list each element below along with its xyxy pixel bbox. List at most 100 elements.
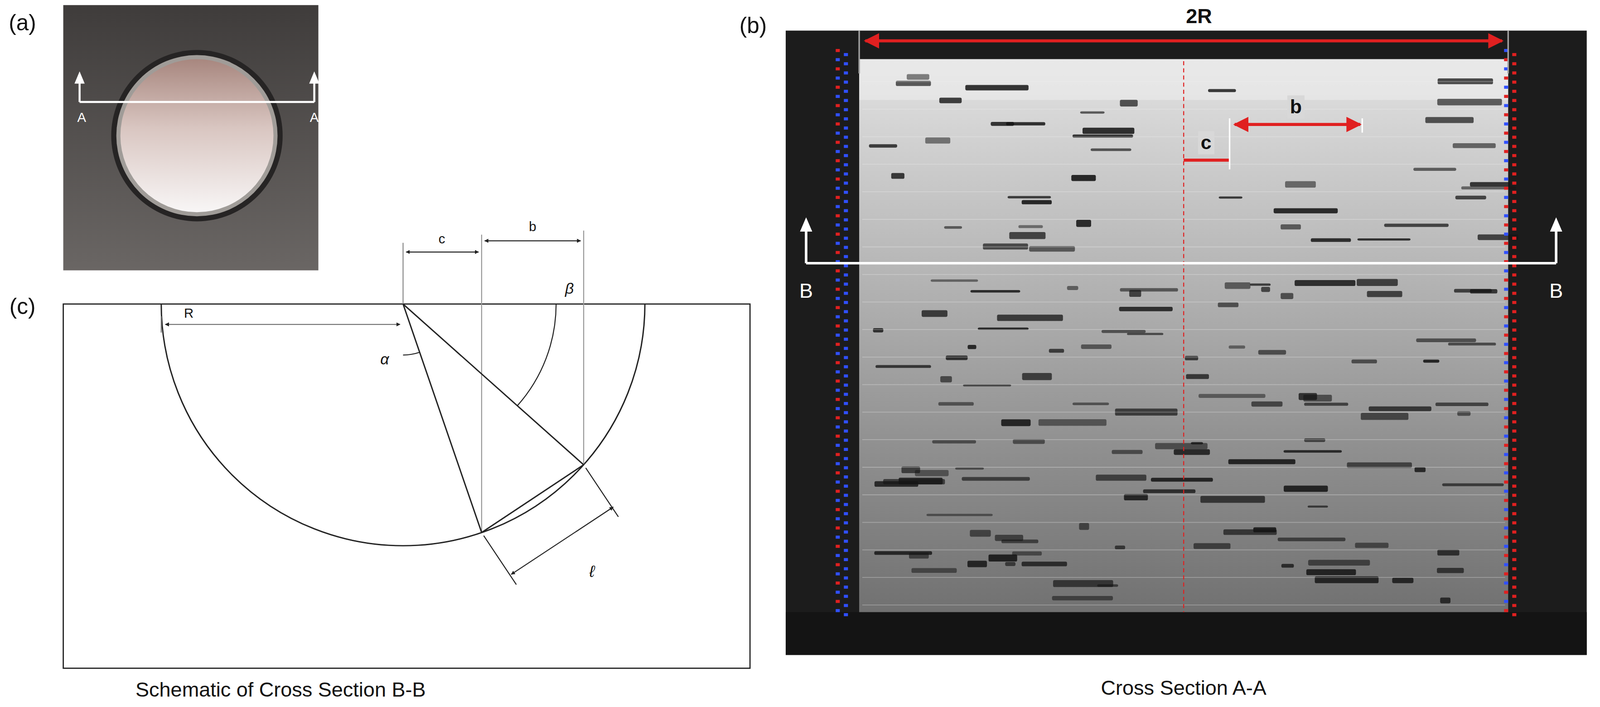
measure-tick bbox=[1512, 246, 1517, 250]
sem-streak bbox=[1461, 186, 1517, 190]
measure-tick bbox=[1512, 163, 1517, 167]
measure-tick bbox=[835, 251, 840, 255]
measure-tick bbox=[843, 346, 848, 350]
measure-tick bbox=[843, 604, 848, 608]
measure-tick bbox=[835, 269, 840, 273]
sem-panel bbox=[785, 30, 1587, 656]
measure-tick bbox=[843, 255, 848, 259]
sem-streak bbox=[996, 314, 1063, 321]
measure-tick bbox=[1512, 199, 1517, 204]
measure-tick bbox=[1512, 71, 1517, 75]
measure-tick bbox=[835, 58, 840, 62]
layer-line bbox=[862, 466, 1506, 468]
measure-tick bbox=[835, 507, 840, 512]
measure-tick bbox=[1503, 223, 1509, 227]
measure-tick bbox=[843, 502, 848, 507]
sem-streak bbox=[1283, 449, 1343, 453]
measure-tick bbox=[843, 227, 848, 231]
sem-streak bbox=[1283, 485, 1328, 493]
sem-streak bbox=[1090, 148, 1132, 151]
measure-tick bbox=[843, 89, 848, 93]
measure-tick bbox=[1503, 214, 1509, 218]
measure-tick bbox=[1512, 484, 1517, 488]
sem-streak bbox=[1193, 542, 1231, 549]
sem-streak bbox=[1304, 438, 1326, 442]
measure-tick bbox=[1512, 576, 1517, 580]
measure-tick bbox=[1512, 356, 1517, 360]
sem-streak bbox=[1111, 449, 1143, 455]
measure-tick bbox=[835, 489, 840, 494]
measure-tick bbox=[1512, 98, 1517, 102]
sem-streak bbox=[1280, 292, 1294, 299]
sem-streak bbox=[1218, 196, 1243, 199]
measure-tick bbox=[1503, 305, 1509, 310]
measure-tick bbox=[1503, 269, 1509, 273]
sem-streak bbox=[939, 97, 962, 103]
measure-tick bbox=[843, 613, 848, 617]
measure-tick bbox=[1512, 328, 1517, 332]
sem-streak bbox=[1367, 290, 1403, 298]
sem-streak bbox=[1452, 143, 1496, 149]
measure-tick bbox=[1512, 548, 1517, 552]
measure-tick bbox=[835, 76, 840, 80]
measure-tick bbox=[1512, 447, 1517, 451]
measure-tick bbox=[1512, 383, 1517, 387]
panel-letter: (b) bbox=[739, 13, 768, 39]
measure-tick bbox=[1503, 563, 1509, 567]
measure-tick bbox=[1503, 85, 1509, 89]
measure-tick bbox=[835, 204, 840, 208]
measure-tick bbox=[835, 241, 840, 246]
sem-streak bbox=[1048, 348, 1065, 353]
measure-tick bbox=[843, 154, 848, 158]
measure-tick bbox=[1503, 517, 1509, 521]
sem-streak bbox=[1184, 355, 1199, 361]
sem-streak bbox=[1143, 489, 1196, 494]
measure-tick bbox=[835, 67, 840, 71]
measure-tick bbox=[835, 480, 840, 484]
sem-streak bbox=[1228, 345, 1246, 349]
sem-streak bbox=[967, 344, 977, 349]
sem-streak bbox=[1018, 225, 1043, 229]
measure-tick bbox=[1503, 379, 1509, 383]
sem-streak bbox=[1258, 349, 1286, 355]
measure-tick bbox=[843, 401, 848, 406]
sem-streak bbox=[944, 226, 963, 229]
measure-tick bbox=[1503, 572, 1509, 576]
sem-streak bbox=[891, 173, 905, 179]
measure-tick bbox=[843, 53, 848, 57]
sem-streak bbox=[1150, 477, 1214, 482]
photo-panel bbox=[63, 4, 320, 271]
measure-tick bbox=[1512, 557, 1517, 561]
measure-tick bbox=[843, 585, 848, 589]
measure-tick bbox=[1503, 352, 1509, 356]
measure-tick bbox=[843, 108, 848, 112]
measure-tick bbox=[835, 140, 840, 145]
measure-tick bbox=[835, 452, 840, 456]
measure-tick bbox=[843, 246, 848, 250]
measure-tick bbox=[1503, 581, 1509, 585]
section-mark: B bbox=[1549, 279, 1563, 303]
measure-tick bbox=[843, 71, 848, 75]
measure-tick bbox=[1512, 539, 1517, 543]
sem-streak bbox=[1005, 121, 1045, 126]
measure-tick bbox=[843, 493, 848, 498]
measure-tick bbox=[835, 214, 840, 218]
measure-tick bbox=[835, 609, 840, 613]
sem-streak bbox=[1442, 483, 1504, 486]
measure-tick bbox=[1503, 177, 1509, 181]
sem-streak bbox=[874, 551, 933, 555]
measure-tick bbox=[843, 410, 848, 415]
sem-streak bbox=[1072, 134, 1134, 138]
sem-streak bbox=[1198, 393, 1266, 398]
layer-line bbox=[862, 81, 1506, 83]
measure-tick bbox=[835, 48, 840, 53]
measure-tick bbox=[1503, 159, 1509, 163]
measure-tick bbox=[843, 484, 848, 488]
measure-tick bbox=[1512, 300, 1517, 305]
measure-tick bbox=[835, 379, 840, 383]
sem-streak bbox=[1384, 223, 1449, 228]
measure-tick bbox=[835, 517, 840, 521]
measure-tick bbox=[835, 434, 840, 438]
sem-streak bbox=[988, 554, 1018, 562]
measure-tick bbox=[1512, 126, 1517, 130]
